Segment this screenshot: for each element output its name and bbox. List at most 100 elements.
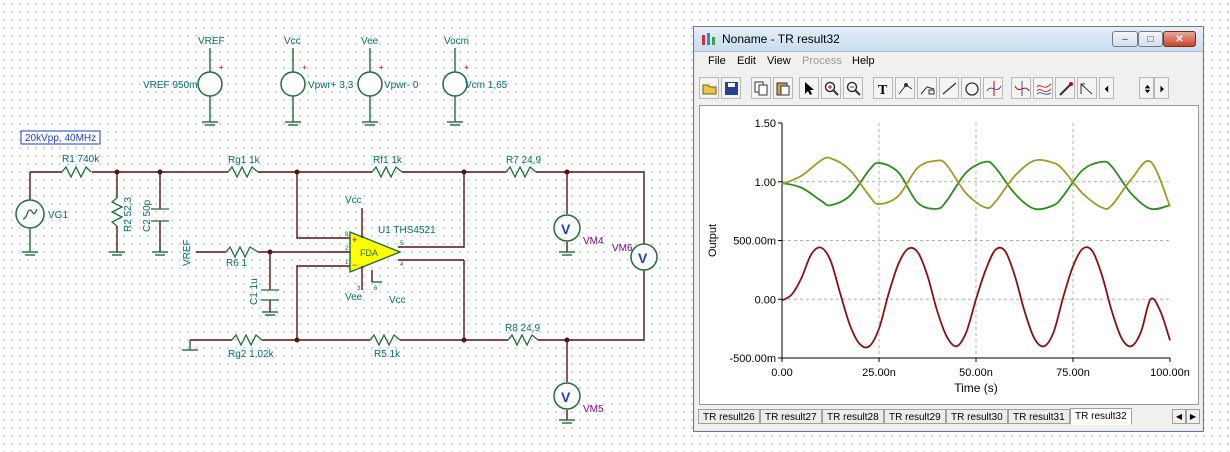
paste-icon (776, 82, 790, 96)
source-vref-value: VREF 950m (143, 80, 197, 91)
y-tick-label: 0.00 (755, 294, 776, 306)
window-title: Noname - TR result32 (722, 32, 840, 46)
tab-tr-result32[interactable]: TR result32 (1070, 408, 1132, 425)
voltmeter-vm5[interactable]: V VM5 (553, 340, 604, 424)
source-vee[interactable]: Vee + Vpwr- 0 (357, 36, 419, 126)
x-axis-label: Time (s) (954, 381, 998, 395)
nav-updown-icon (1144, 84, 1151, 94)
opamp-name: U1 THS4521 (378, 225, 436, 236)
pen-button[interactable] (1055, 77, 1075, 99)
nav-right-button[interactable] (1154, 77, 1169, 99)
svg-text:8: 8 (345, 232, 349, 238)
series-line-3 (781, 246, 1171, 349)
tab-scroll-left-button[interactable]: ◀ (1172, 409, 1186, 424)
menu-help[interactable]: Help (852, 55, 875, 67)
generator-vg1[interactable]: VG1 (15, 199, 68, 256)
marker-a-button[interactable] (983, 77, 1003, 99)
capacitor-c2[interactable]: C2 50p (142, 172, 169, 256)
tab-tr-result28[interactable]: TR result28 (822, 409, 884, 424)
opamp-u1[interactable]: FDA + − U1 THS4521 Vcc Vee Vcc 8 2 1 5 4… (345, 195, 436, 306)
node-vref[interactable]: VREF (182, 239, 350, 312)
series-line-2 (781, 156, 1171, 210)
menu-edit[interactable]: Edit (737, 55, 756, 67)
resistor-rg2[interactable]: Rg2 1,02k (228, 333, 275, 360)
svg-text:R1 740k: R1 740k (62, 154, 100, 165)
curve-button[interactable] (1033, 77, 1053, 99)
tab-tr-result26[interactable]: TR result26 (698, 409, 760, 424)
voltmeter-vm4[interactable]: V VM4 (553, 172, 604, 256)
generator-label: 20kVpp, 40MHz (25, 133, 96, 144)
svg-text:R7 24,9: R7 24,9 (506, 155, 541, 166)
circle-button[interactable] (961, 77, 981, 99)
svg-text:C1 1u: C1 1u (249, 278, 260, 305)
menu-view[interactable]: View (767, 55, 791, 67)
schematic-canvas[interactable]: VREF + VREF 950m Vcc + Vpwr+ 3,3 Vee + V… (0, 0, 690, 452)
arrow-button[interactable] (1077, 77, 1097, 99)
generator-label-box[interactable] (20, 130, 101, 145)
tab-tr-result27[interactable]: TR result27 (760, 409, 822, 424)
tab-tr-result31[interactable]: TR result31 (1008, 409, 1070, 424)
curve-icon (1036, 83, 1052, 95)
svg-text:R5 1k: R5 1k (374, 349, 401, 360)
svg-text:T: T (878, 83, 888, 97)
voltmeter-vm6[interactable]: V VM6 (612, 243, 658, 271)
pointer-icon (805, 82, 814, 95)
source-vocm[interactable]: Vocm + Vcm 1,65 (442, 36, 508, 126)
tab-scroll-right-button[interactable]: ▶ (1186, 409, 1200, 424)
opamp-vcc-bottom: Vcc (389, 295, 406, 306)
capacitor-c1[interactable]: C1 1u (249, 278, 279, 316)
circle-icon (965, 82, 979, 96)
resistor-r2[interactable]: R2 52,3 (109, 172, 134, 256)
source-vcc[interactable]: Vcc + Vpwr+ 3,3 (280, 36, 354, 126)
marker-a-icon (986, 81, 1002, 96)
copy-icon (754, 81, 768, 96)
save-button[interactable] (721, 77, 741, 99)
nav-updown-button[interactable] (1139, 77, 1154, 99)
menu-file[interactable]: File (708, 55, 726, 67)
minimize-button[interactable]: ‒ (1112, 31, 1138, 47)
paste-button[interactable] (773, 77, 793, 99)
svg-text:5: 5 (400, 241, 404, 247)
tab-tr-result29[interactable]: TR result29 (884, 409, 946, 424)
resistor-r7[interactable]: R7 24,9 (505, 155, 541, 179)
menu-process[interactable]: Process (802, 55, 842, 67)
series-line-1 (781, 160, 1171, 211)
maximize-button[interactable]: □ (1138, 31, 1163, 47)
cursor-b-button[interactable] (917, 77, 937, 99)
close-button[interactable]: ✕ (1163, 31, 1196, 47)
line-button[interactable] (939, 77, 959, 99)
marker-b-button[interactable] (1011, 77, 1031, 99)
menu-bar: File Edit View Process Help (694, 53, 1203, 71)
resistor-r6[interactable]: R6 1 (225, 245, 259, 269)
resistor-rg1[interactable]: Rg1 1k (227, 155, 261, 179)
svg-text:VREF: VREF (182, 239, 193, 266)
nav-left-button[interactable] (1099, 77, 1114, 99)
cursor-a-button[interactable] (895, 77, 915, 99)
resistor-r1[interactable]: R1 740k (61, 154, 100, 179)
x-tick-label: 25.00n (862, 367, 896, 379)
resistor-rf1[interactable]: Rf1 1k (371, 155, 403, 179)
source-vcc-value: Vpwr+ 3,3 (308, 80, 354, 91)
svg-text:C2 50p: C2 50p (142, 199, 153, 232)
result-window[interactable]: Noname - TR result32 ‒ □ ✕ File Edit Vie… (693, 26, 1204, 432)
title-bar[interactable]: Noname - TR result32 ‒ □ ✕ (694, 27, 1203, 52)
resistor-r5[interactable]: R5 1k (369, 333, 401, 360)
tab-tr-result30[interactable]: TR result30 (946, 409, 1008, 424)
resistor-r8[interactable]: R8 24,9 (505, 323, 540, 347)
y-tick-label: 1.50 (755, 118, 776, 130)
zoom-in-button[interactable] (821, 77, 841, 99)
copy-button[interactable] (751, 77, 771, 99)
text-icon: T (878, 83, 888, 97)
opamp-vee-bottom: Vee (345, 292, 363, 303)
x-tick-label: 50.00n (959, 367, 993, 379)
source-vref[interactable]: VREF + VREF 950m (143, 36, 225, 126)
svg-text:V: V (638, 250, 648, 266)
zoom-100-button[interactable] (843, 77, 863, 99)
svg-text:2: 2 (345, 246, 349, 252)
pointer-button[interactable] (799, 77, 819, 99)
open-button[interactable] (699, 77, 719, 99)
text-button[interactable]: T (873, 77, 893, 99)
